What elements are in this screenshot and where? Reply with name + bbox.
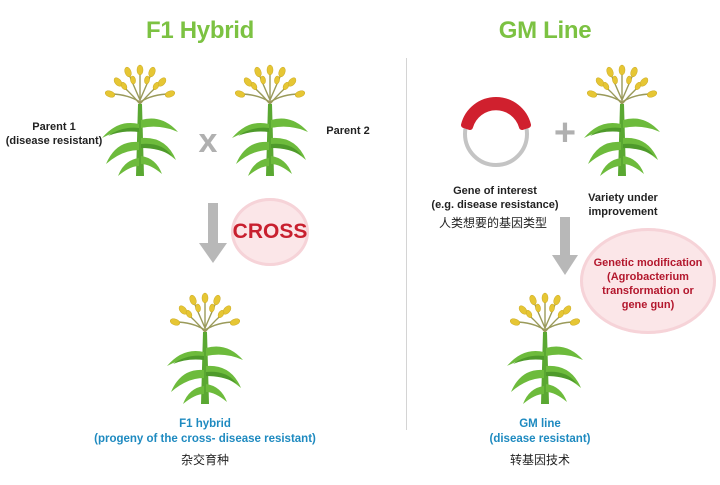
gene-title: Gene of interest [453, 185, 537, 197]
gm-line-result: GM line (disease resistant) [470, 417, 610, 447]
gm-line-title: GM Line [498, 17, 592, 44]
cross-badge [231, 198, 309, 266]
gene-sub: (e.g. disease resistance) [431, 199, 559, 211]
genetic-modification-badge [580, 228, 716, 334]
variety-label: Variety under improvement [570, 191, 676, 219]
parent2-plant [231, 64, 309, 177]
gm-line1: Genetic modification [593, 257, 703, 269]
f1-hybrid-result: F1 hybrid (progeny of the cross- disease… [70, 417, 340, 447]
cross-badge-label: CROSS [232, 220, 308, 243]
panel-divider [406, 58, 407, 430]
parent1-plant [101, 64, 179, 177]
cross-symbol: x [198, 122, 218, 160]
variety-line2: improvement [588, 206, 658, 218]
f1-hybrid-title: F1 Hybrid [146, 17, 254, 44]
plus-symbol: + [553, 112, 577, 154]
parent1-label: Parent 1 (disease resistant) [0, 120, 108, 148]
gene-of-interest-label: Gene of interest (e.g. disease resistanc… [415, 184, 575, 212]
f1-result-title: F1 hybrid [179, 418, 231, 430]
plasmid-icon [461, 97, 531, 167]
genetic-modification-text: Genetic modification (Agrobacterium tran… [582, 256, 714, 312]
down-arrow-left [199, 203, 227, 263]
parent1-sub: (disease resistant) [5, 135, 103, 147]
gm-result-zh: 转基因技术 [509, 453, 570, 467]
gm-line2: (Agrobacterium [607, 271, 689, 283]
variety-plant [583, 64, 661, 177]
gm-line3: transformation or [602, 285, 694, 297]
down-arrow-right [552, 217, 578, 275]
parent1-title: Parent 1 [32, 121, 76, 133]
gm-line4: gene gun) [621, 299, 675, 311]
gm-result-title: GM line [519, 418, 561, 430]
variety-line1: Variety under [588, 192, 658, 204]
gene-zh: 人类想要的基因类型 [438, 216, 547, 230]
gm-result-sub: (disease resistant) [489, 433, 591, 445]
f1-result-zh: 杂交育种 [180, 453, 229, 467]
parent2-label: Parent 2 [326, 125, 370, 137]
f1-hybrid-plant [166, 292, 244, 405]
f1-result-sub: (progeny of the cross- disease resistant… [94, 433, 316, 445]
gm-line-plant [506, 292, 584, 405]
